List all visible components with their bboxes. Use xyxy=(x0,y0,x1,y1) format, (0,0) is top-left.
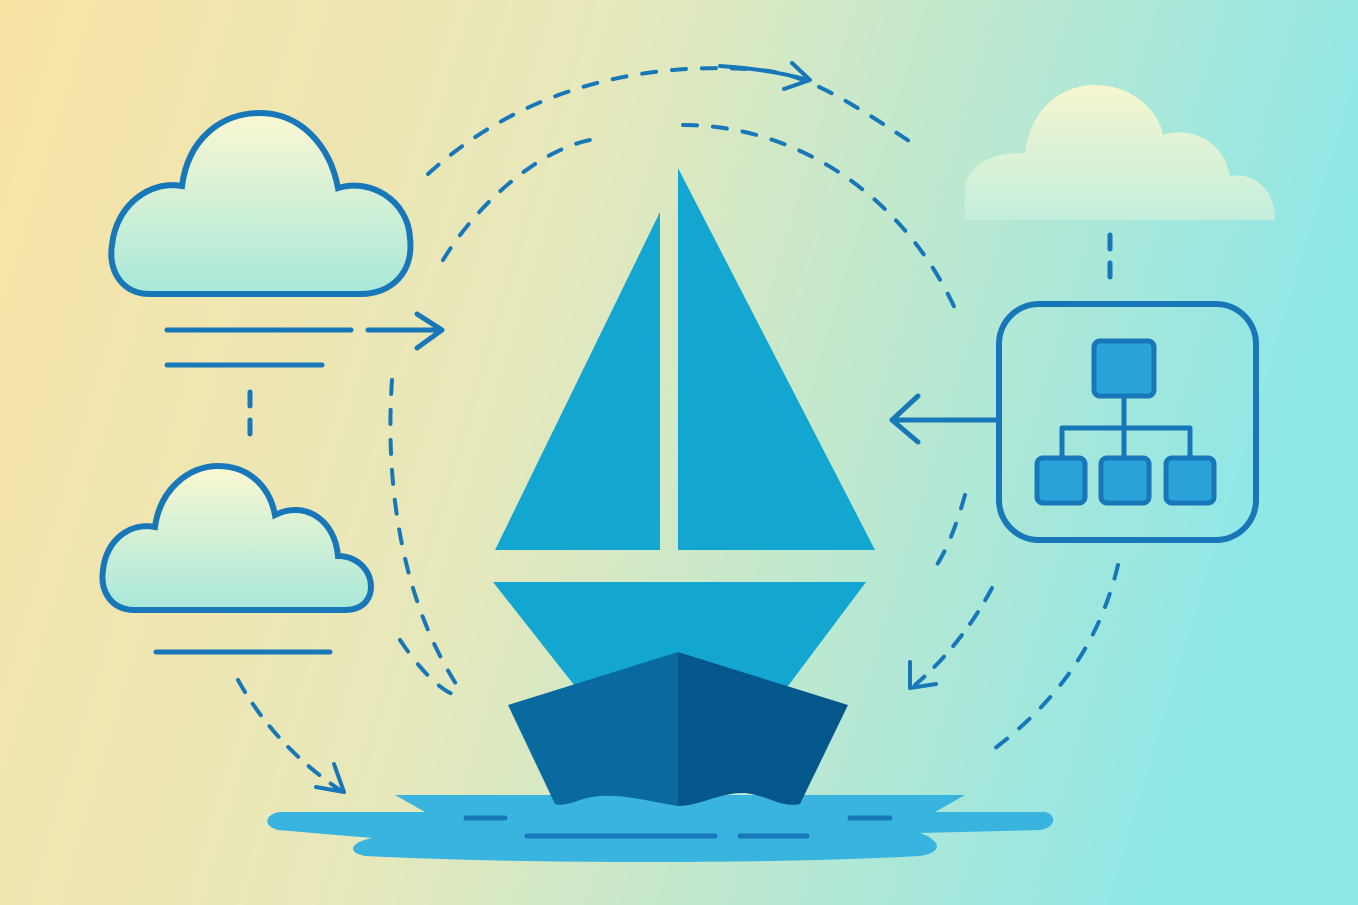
hierarchy-icon xyxy=(996,301,1259,543)
hull-right xyxy=(678,652,848,806)
hull-left xyxy=(508,652,678,806)
text-lines xyxy=(164,327,354,368)
dashed-arrow-icon xyxy=(908,586,994,690)
sailboat-icon xyxy=(493,168,875,806)
cloud-icon xyxy=(108,109,414,297)
right-sail xyxy=(678,168,875,550)
hull-top xyxy=(493,582,866,690)
left-sail xyxy=(495,212,660,550)
dashed-cycle-arcs xyxy=(388,66,1120,754)
cloud-icon xyxy=(99,462,374,613)
arrow-right-icon xyxy=(365,311,445,351)
water-icon xyxy=(267,795,1054,862)
dashed-arrow-icon xyxy=(236,678,346,794)
arrow-left-icon xyxy=(889,393,998,445)
cloud-icon xyxy=(965,85,1275,220)
arrow-top-icon xyxy=(718,61,812,91)
water-ripples xyxy=(463,815,893,839)
